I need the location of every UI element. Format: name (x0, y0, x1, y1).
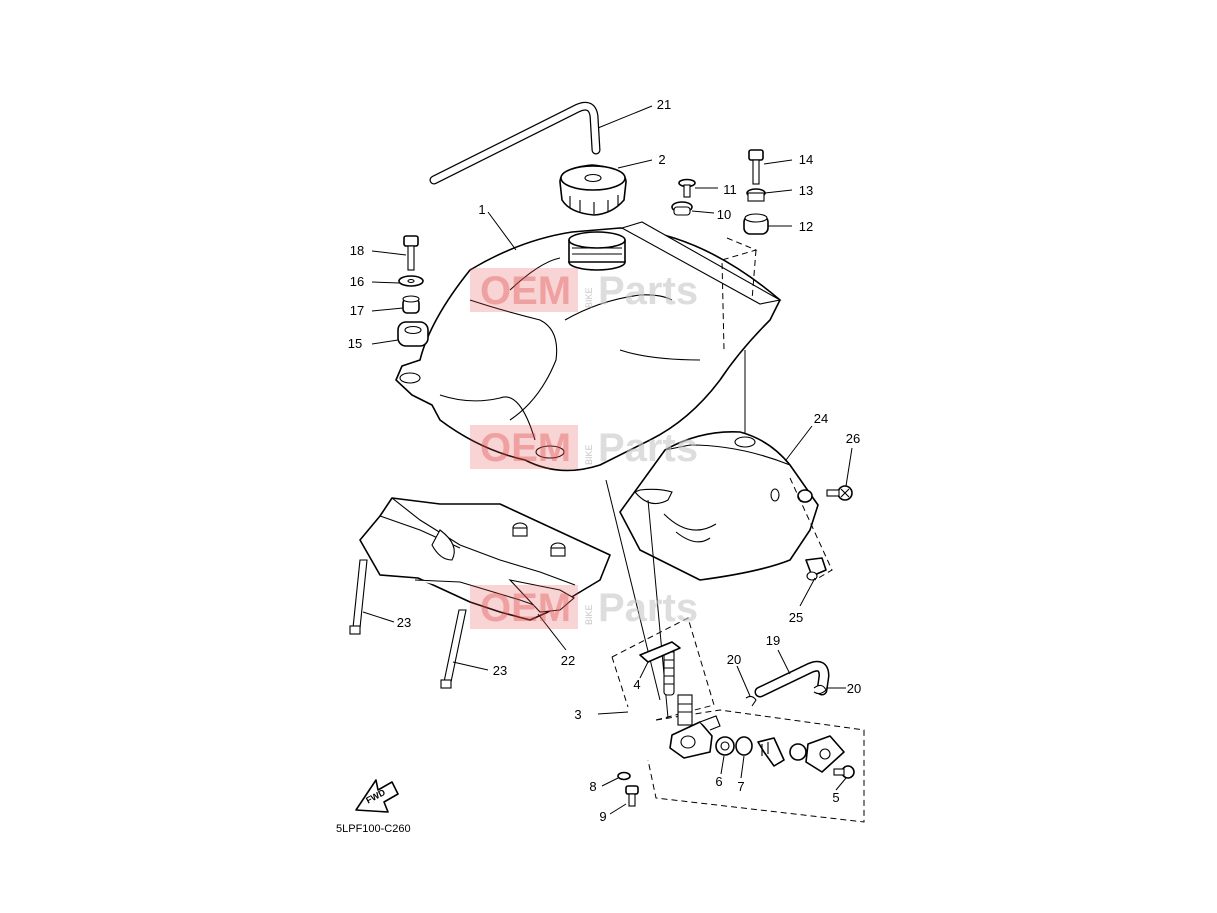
o-ring-7[interactable] (735, 736, 753, 756)
leader-lines (362, 105, 853, 815)
fuel-hose-19[interactable] (754, 660, 830, 698)
watermark: OEM BIKE Parts OEM BIKE Parts OEM BIKE P… (470, 268, 698, 630)
callout-18[interactable]: 18 (350, 243, 364, 258)
watermark-oem-2: OEM (480, 426, 571, 470)
collar-16[interactable] (398, 275, 424, 287)
callout-10[interactable]: 10 (717, 207, 731, 222)
callout-19[interactable]: 19 (766, 633, 780, 648)
tank-cover-24[interactable] (619, 431, 819, 581)
callout-24[interactable]: 24 (814, 411, 828, 426)
watermark-bike-3: BIKE (584, 604, 594, 625)
damper-12[interactable] (743, 213, 769, 235)
callout-26[interactable]: 26 (846, 431, 860, 446)
fuel-tank-1[interactable] (395, 221, 782, 472)
grommet-24-side (797, 489, 813, 503)
fuel-cap-2[interactable] (559, 164, 627, 216)
callout-11[interactable]: 11 (723, 182, 737, 197)
breather-hose-21[interactable] (429, 101, 601, 185)
callout-2[interactable]: 2 (658, 152, 665, 167)
callout-3[interactable]: 3 (574, 707, 581, 722)
fuel-cock-body[interactable] (669, 694, 721, 759)
callout-23-lower[interactable]: 23 (493, 663, 507, 678)
watermark-parts-1: Parts (598, 269, 698, 313)
screw-5[interactable] (833, 765, 855, 779)
callout-25[interactable]: 25 (789, 610, 803, 625)
callout-12[interactable]: 12 (799, 219, 813, 234)
fwd-arrow-icon: FWD (355, 779, 399, 813)
callout-6[interactable]: 6 (715, 774, 722, 789)
callout-13[interactable]: 13 (799, 183, 813, 198)
bolt-14[interactable] (748, 149, 764, 185)
watermark-oem-3: OEM (480, 586, 571, 630)
callout-7[interactable]: 7 (737, 779, 744, 794)
lever-spring-seat (757, 737, 785, 767)
grommet-10[interactable] (671, 201, 693, 216)
callout-1[interactable]: 1 (478, 202, 485, 217)
callout-9[interactable]: 9 (599, 809, 606, 824)
band-23-lower[interactable] (440, 609, 467, 689)
band-23-upper[interactable] (349, 559, 368, 635)
gasket-plate (789, 735, 845, 773)
diagram-code: 5LPF100-C260 (336, 823, 411, 835)
callout-labels: 21 2 1 14 13 12 11 10 18 16 17 15 24 26 … (348, 97, 861, 824)
callout-4[interactable]: 4 (633, 677, 640, 692)
screw-9[interactable] (625, 785, 639, 807)
callout-8[interactable]: 8 (589, 779, 596, 794)
callout-21[interactable]: 21 (657, 97, 671, 112)
cover-plate-22[interactable] (359, 497, 611, 621)
callout-16[interactable]: 16 (350, 274, 364, 289)
callout-22[interactable]: 22 (561, 653, 575, 668)
callout-20-left[interactable]: 20 (727, 652, 741, 667)
callout-20-right[interactable]: 20 (847, 681, 861, 696)
washer-8[interactable] (617, 771, 631, 781)
callout-17[interactable]: 17 (350, 303, 364, 318)
callout-14[interactable]: 14 (799, 152, 813, 167)
watermark-bike-1: BIKE (584, 287, 594, 308)
collar-13[interactable] (746, 188, 766, 202)
clip-20-left[interactable] (745, 695, 757, 707)
clip-25[interactable] (805, 557, 827, 581)
damper-15[interactable] (397, 321, 429, 347)
callout-5[interactable]: 5 (832, 790, 839, 805)
screw-11[interactable] (678, 178, 696, 198)
screw-26[interactable] (826, 485, 853, 501)
callout-15[interactable]: 15 (348, 336, 362, 351)
watermark-oem-1: OEM (480, 269, 571, 313)
lever-6[interactable] (715, 736, 735, 756)
spacer-17[interactable] (402, 295, 420, 314)
watermark-parts-2: Parts (598, 426, 698, 470)
clip-20-right[interactable] (813, 684, 827, 695)
watermark-bike-2: BIKE (584, 444, 594, 465)
callout-23-upper[interactable]: 23 (397, 615, 411, 630)
o-ring-4[interactable] (639, 641, 681, 663)
bolt-18[interactable] (403, 235, 419, 271)
watermark-parts-3: Parts (598, 586, 698, 630)
